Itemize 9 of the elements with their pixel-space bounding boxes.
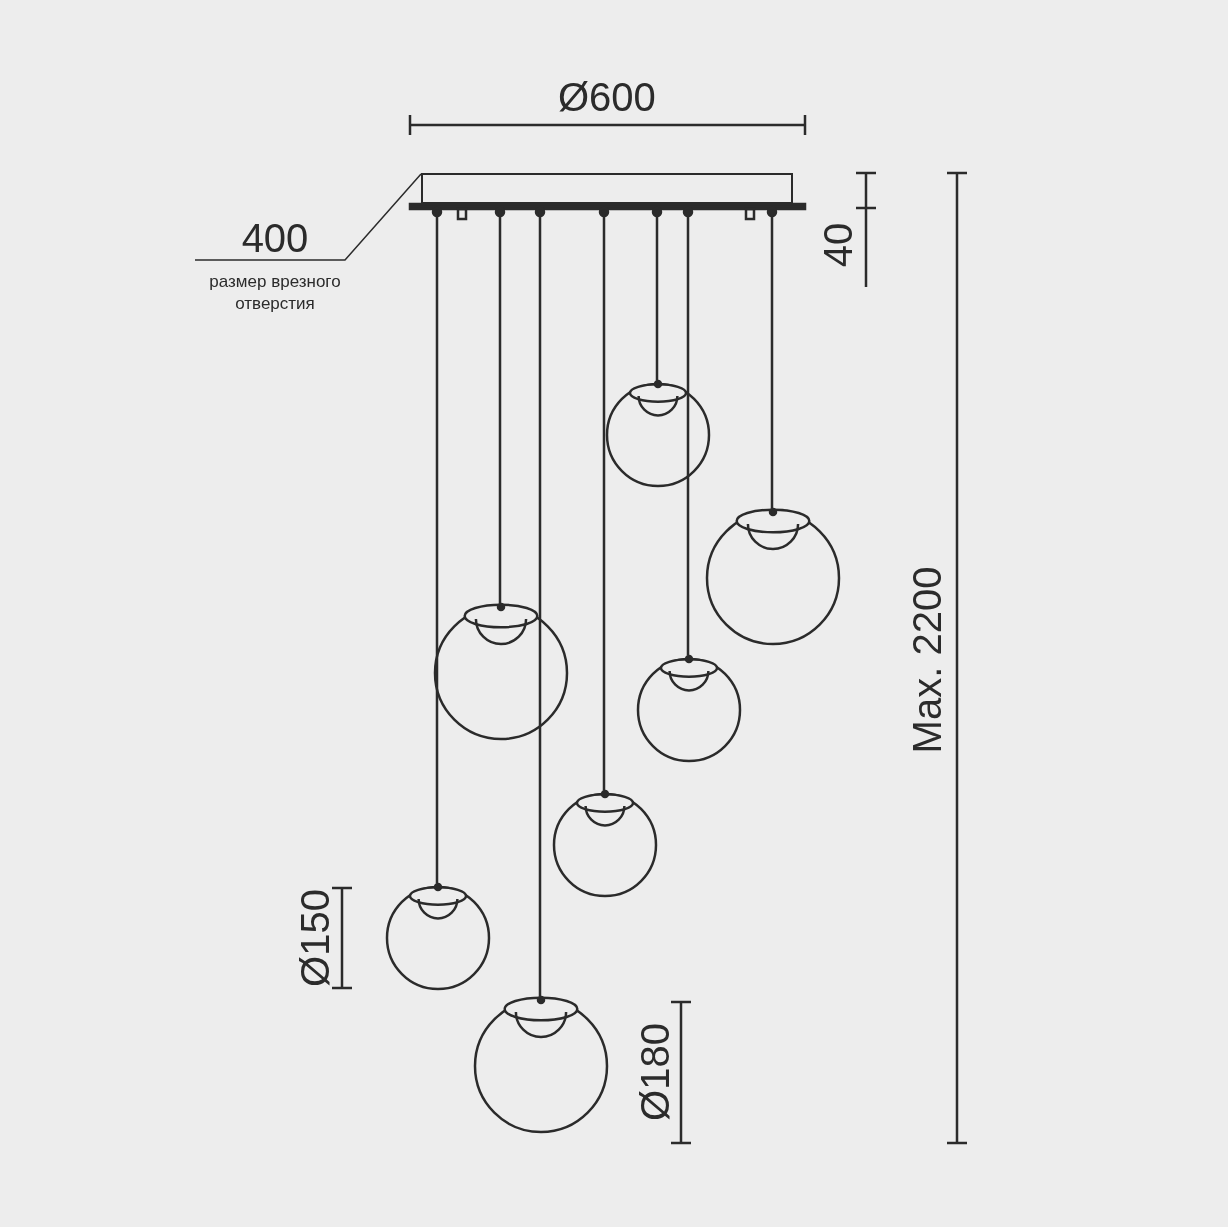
dimension-label: 400: [240, 218, 310, 258]
note-text: размер врезного отверстия: [208, 271, 342, 316]
dimension-label: Ø600: [558, 77, 656, 117]
dimension-label: Ø180: [634, 1023, 675, 1121]
leader-line: [194, 173, 422, 261]
canopy-box: [421, 173, 793, 204]
dimension-label: Ø150: [294, 889, 335, 987]
dimension-label: Max. 2200: [906, 566, 947, 754]
dimension-label: 40: [817, 222, 858, 268]
